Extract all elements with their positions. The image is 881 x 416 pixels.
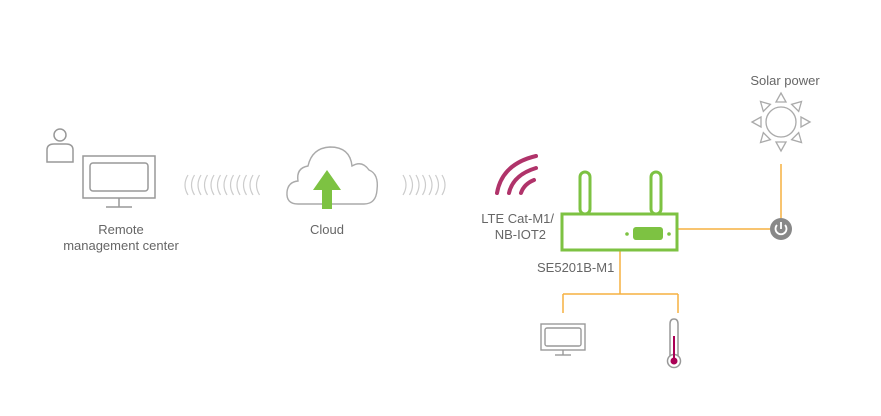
wave-arc bbox=[210, 174, 215, 196]
wave-arc bbox=[415, 174, 420, 196]
sun-ray bbox=[790, 131, 803, 144]
wave-arc bbox=[184, 174, 189, 196]
person-icon bbox=[46, 128, 74, 163]
sun-icon bbox=[750, 91, 812, 153]
sun-ray bbox=[759, 131, 772, 144]
wave-arc bbox=[255, 174, 261, 196]
gateway-device-icon bbox=[560, 170, 679, 252]
wave-left-icon bbox=[184, 174, 261, 196]
sun-ray bbox=[750, 115, 762, 129]
lte-label: LTE Cat-M1/ NB-IOT2 bbox=[481, 211, 554, 243]
lte-signal-icon bbox=[495, 154, 538, 195]
wave-arc bbox=[190, 174, 196, 196]
wave-arc bbox=[421, 174, 427, 196]
solar-power-label: Solar power bbox=[750, 73, 820, 88]
wave-arc bbox=[216, 174, 222, 196]
sun-ray bbox=[774, 91, 788, 103]
remote-label-line2: management center bbox=[63, 238, 179, 253]
wave-arc bbox=[249, 174, 254, 196]
wave-arc bbox=[428, 174, 433, 196]
wave-arc bbox=[236, 174, 241, 196]
wave-arc bbox=[223, 174, 228, 196]
cloud-upload-icon bbox=[286, 146, 379, 209]
power-icon bbox=[770, 218, 792, 240]
wave-arc bbox=[441, 174, 446, 196]
lte-label-line2: NB-IOT2 bbox=[494, 227, 546, 242]
wires bbox=[562, 164, 782, 313]
wave-arc bbox=[402, 174, 407, 196]
wave-arc bbox=[203, 174, 209, 196]
thermometer-icon bbox=[666, 318, 682, 369]
sun-ray bbox=[800, 115, 812, 129]
small-monitor-icon bbox=[540, 323, 586, 356]
wave-arc bbox=[197, 174, 202, 196]
cloud-label: Cloud bbox=[310, 222, 344, 237]
wave-arc bbox=[242, 174, 248, 196]
sun-ray bbox=[774, 141, 788, 153]
monitor-icon bbox=[82, 155, 156, 208]
lte-label-line1: LTE Cat-M1/ bbox=[481, 211, 554, 226]
wave-arc bbox=[229, 174, 235, 196]
device-label: SE5201B-M1 bbox=[537, 260, 615, 275]
remote-label-line1: Remote bbox=[98, 222, 144, 237]
wave-arc bbox=[434, 174, 440, 196]
wave-right-icon bbox=[402, 174, 446, 196]
sun-ray bbox=[790, 100, 803, 113]
sun-ray bbox=[759, 100, 772, 113]
wave-arc bbox=[408, 174, 414, 196]
remote-management-label: Remote management center bbox=[63, 222, 179, 254]
